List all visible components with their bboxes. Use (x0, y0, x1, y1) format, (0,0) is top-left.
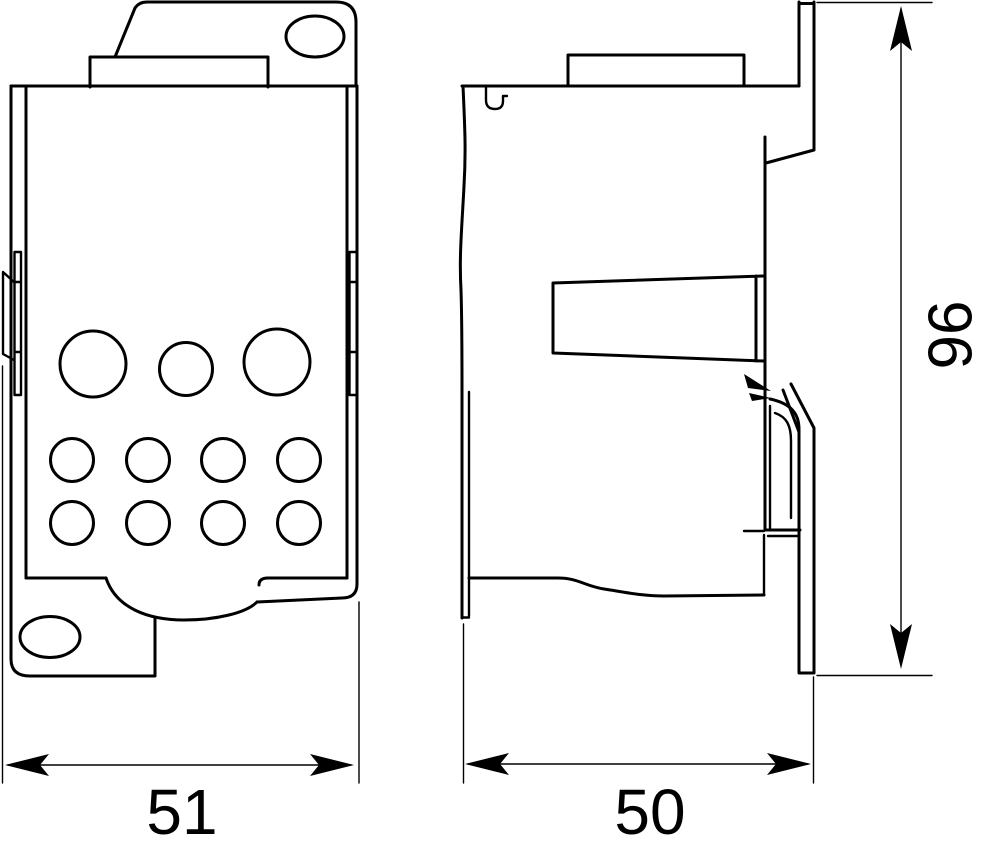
left-latch-strip (13, 250, 23, 397)
dim96-arrow-top (890, 6, 912, 51)
front-left-outline-and-bottom-tab (9, 84, 157, 678)
left-protruding-latch-tab (1, 270, 16, 362)
side-bottom-step (742, 529, 799, 597)
dim96-arrow-bottom (890, 624, 912, 669)
front-bottom-strip-top (257, 576, 349, 587)
dim50-arrow-left (465, 753, 509, 775)
dim-depth-value: 50 (614, 776, 685, 848)
dim50-arrow-right (767, 753, 811, 775)
front-label-plate (88, 55, 270, 89)
dim51-arrow-right (310, 754, 354, 776)
clamp-trapezoid (551, 274, 766, 363)
side-bottom-break-edge (467, 576, 766, 598)
dimension-width-51 (1, 365, 360, 784)
front-top-mounting-tab (113, 0, 358, 87)
large-hole-2 (158, 341, 214, 397)
small-hole-8 (276, 500, 322, 546)
small-hole-5 (49, 500, 95, 546)
dimension-height-96 (816, 1, 933, 677)
front-right-outline (255, 84, 359, 604)
bottom-tab-oval-slot (18, 615, 82, 659)
large-hole-3 (242, 327, 312, 397)
large-hole-1 (58, 329, 128, 399)
front-view (1, 0, 359, 678)
small-hole-1 (49, 437, 95, 483)
small-hole-2 (125, 437, 171, 483)
side-view (458, 0, 816, 675)
small-hole-7 (200, 500, 246, 546)
side-hook-detail (484, 84, 509, 111)
small-hole-3 (200, 437, 246, 483)
din-plate-lower (781, 382, 816, 675)
dim-height-value: 96 (917, 301, 986, 370)
din-clip-spring-inner (768, 404, 793, 532)
right-latch-strip (348, 250, 359, 397)
dimension-depth-50 (462, 623, 815, 784)
small-hole-6 (125, 500, 171, 546)
front-bottom-bulge-arc (104, 576, 259, 622)
side-top-tab (566, 53, 746, 88)
dim-width-value: 51 (146, 776, 217, 848)
top-tab-oval-slot (284, 14, 346, 59)
dim51-arrow-left (5, 754, 49, 776)
din-plate-upper (764, 0, 816, 165)
small-hole-4 (276, 437, 322, 483)
din-clip-teeth (744, 374, 771, 401)
side-left-edge (458, 84, 467, 620)
